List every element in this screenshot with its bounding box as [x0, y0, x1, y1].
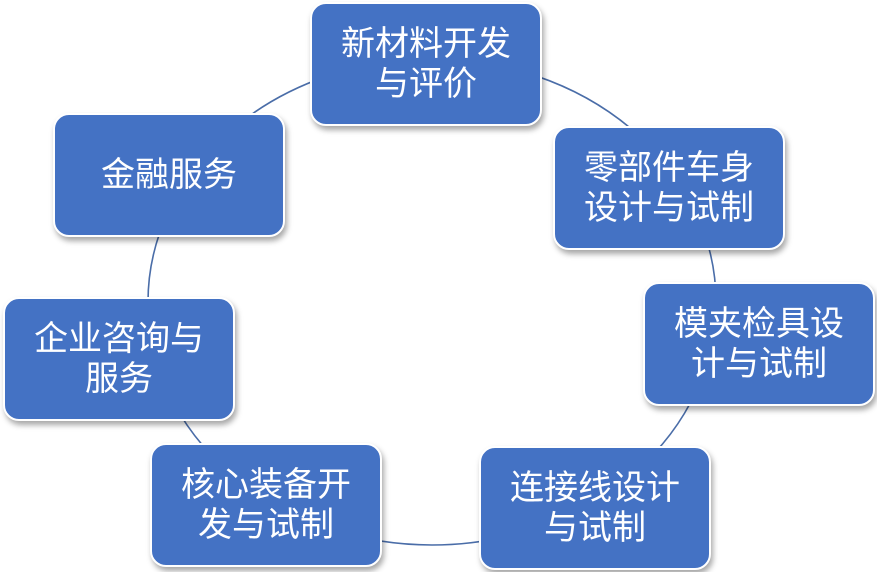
node-financial: 金融服务 — [53, 113, 285, 237]
node-parts-body-line-1: 零部件车身 — [584, 148, 754, 188]
node-connection-line-line-2: 与试制 — [544, 508, 646, 548]
node-fixture-tooling-line-1: 模夹检具设 — [674, 304, 844, 344]
node-consulting: 企业咨询与 服务 — [3, 297, 235, 421]
node-new-material-line-2: 与评价 — [375, 64, 477, 104]
node-parts-body: 零部件车身 设计与试制 — [553, 126, 785, 250]
node-parts-body-line-2: 设计与试制 — [584, 188, 754, 228]
node-fixture-tooling-line-2: 计与试制 — [691, 344, 827, 384]
node-consulting-line-1: 企业咨询与 — [34, 319, 204, 359]
node-fixture-tooling: 模夹检具设 计与试制 — [643, 282, 875, 406]
node-new-material: 新材料开发 与评价 — [310, 2, 542, 126]
node-core-equipment: 核心装备开 发与试制 — [150, 443, 382, 567]
node-financial-line-1: 金融服务 — [101, 155, 237, 195]
node-core-equipment-line-2: 发与试制 — [198, 505, 334, 545]
node-new-material-line-1: 新材料开发 — [341, 24, 511, 64]
node-core-equipment-line-1: 核心装备开 — [181, 465, 351, 505]
node-consulting-line-2: 服务 — [85, 359, 153, 399]
node-connection-line: 连接线设计 与试制 — [479, 446, 711, 570]
node-connection-line-line-1: 连接线设计 — [510, 468, 680, 508]
